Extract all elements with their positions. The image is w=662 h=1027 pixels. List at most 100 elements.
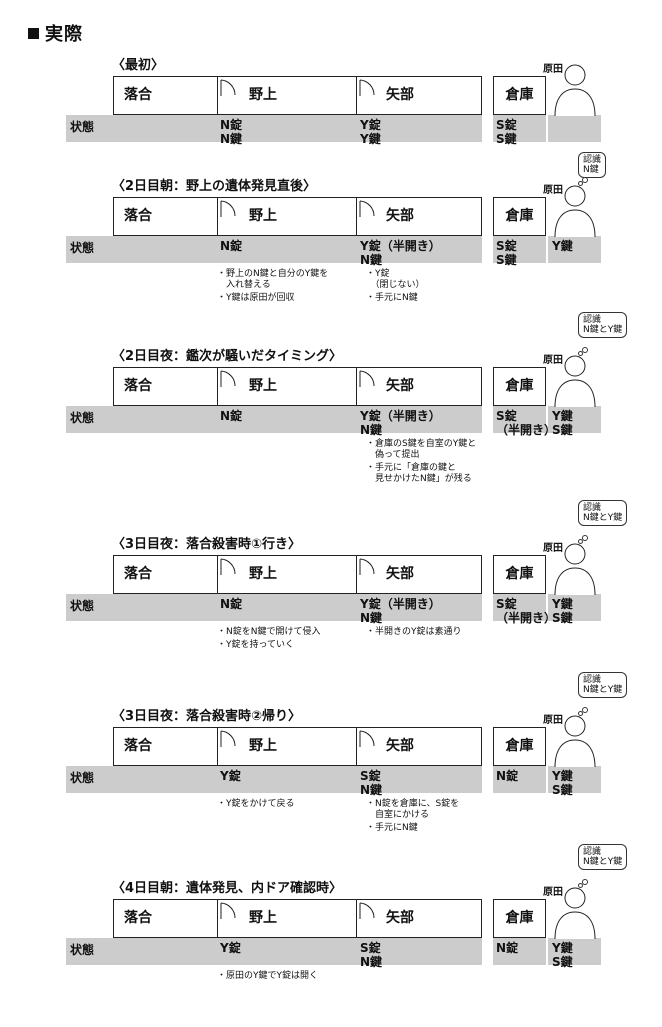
scenario-panel-2: 〈2日目朝：野上の遺体発見直後〉 落合 野上 矢部 倉庫 状態 N錠 Y錠（半開… — [0, 152, 662, 325]
state-label: 状態 — [70, 599, 95, 613]
thought-dot — [578, 351, 583, 356]
harada-label: 原田 — [543, 715, 563, 726]
bubble-body: N鍵とY鍵 — [583, 857, 623, 867]
room-nogami: 野上 — [218, 198, 357, 235]
state-nogami: Y錠 — [220, 769, 241, 783]
room-nogami: 野上 — [218, 556, 357, 593]
harada-state-band — [548, 115, 601, 142]
note-item: ・Y錠を持っていく — [217, 640, 295, 650]
room-nogami: 野上 — [218, 368, 357, 405]
room-yabe-label: 矢部 — [386, 378, 414, 394]
person-icon — [554, 887, 596, 940]
room-ochiai: 落合 — [114, 198, 218, 235]
thought-dot — [578, 711, 583, 716]
room-nogami-label: 野上 — [249, 566, 277, 582]
scenario-panel-6: 〈4日目朝：遺体発見、内ドア確認時〉 落合 野上 矢部 倉庫 状態 Y錠 S錠 … — [0, 844, 662, 1027]
door-icon — [220, 558, 236, 575]
state-storage: S錠 S鍵 — [496, 118, 517, 146]
room-ochiai: 落合 — [114, 556, 218, 593]
room-yabe-label: 矢部 — [386, 566, 414, 582]
room-nogami-label: 野上 — [249, 87, 277, 103]
bubble-body: N鍵とY鍵 — [583, 685, 623, 695]
bubble-head: 認識 — [583, 675, 602, 685]
harada-state-band — [548, 594, 601, 621]
note-item: ・倉庫のS鍵を自室のY鍵と 偽って提出 — [366, 439, 477, 460]
storage-state-band — [493, 594, 546, 621]
room-corridor: 落合 野上 矢部 — [113, 76, 482, 115]
state-harada: Y鍵 S鍵 — [552, 769, 573, 797]
state-yabe: S錠 N鍵 — [360, 941, 383, 969]
storage-label: 倉庫 — [505, 208, 534, 224]
thought-dot — [578, 883, 583, 888]
harada-label: 原田 — [543, 185, 563, 196]
storage-state-band — [493, 236, 546, 263]
room-yabe: 矢部 — [357, 728, 481, 765]
notes-nogami: ・Y錠をかけて戻る — [217, 799, 295, 812]
thought-dot — [582, 347, 588, 353]
storage-label: 倉庫 — [505, 738, 534, 754]
person-icon — [554, 355, 596, 408]
state-nogami: N錠 — [220, 409, 243, 423]
note-item: ・野上のN鍵と自分のY鍵を 入れ替える — [217, 269, 329, 290]
door-icon — [359, 200, 375, 217]
harada-label: 原田 — [543, 543, 563, 554]
room-yabe-label: 矢部 — [386, 910, 414, 926]
door-icon — [359, 370, 375, 387]
room-yabe: 矢部 — [357, 900, 481, 937]
storage-label: 倉庫 — [505, 910, 534, 926]
state-label: 状態 — [70, 241, 95, 255]
bubble-head: 認識 — [583, 155, 602, 165]
notes-yabe: ・倉庫のS鍵を自室のY鍵と 偽って提出・手元に「倉庫の鍵と 見せかけたN鍵」が残… — [366, 439, 476, 487]
state-label: 状態 — [70, 120, 95, 134]
state-band — [66, 236, 482, 263]
note-item: ・Y錠をかけて戻る — [217, 799, 295, 809]
door-icon — [220, 370, 236, 387]
state-nogami: N錠 N鍵 — [220, 118, 243, 146]
thought-dot — [582, 535, 588, 541]
room-corridor: 落合 野上 矢部 — [113, 197, 482, 236]
state-band — [66, 766, 482, 793]
door-icon — [359, 902, 375, 919]
storage-room: 倉庫 — [493, 367, 546, 406]
room-ochiai: 落合 — [114, 368, 218, 405]
state-harada: Y鍵 S鍵 — [552, 409, 573, 437]
note-item: ・Y鍵は原田が回収 — [217, 293, 295, 303]
state-storage: S錠 （半開き） — [496, 409, 557, 437]
state-harada: Y鍵 S鍵 — [552, 941, 573, 969]
storage-state-band — [493, 406, 546, 433]
scenario-title: 〈2日目夜：鑑次が騒いだタイミング〉 — [112, 349, 343, 364]
state-label: 状態 — [70, 943, 95, 957]
storage-label: 倉庫 — [505, 566, 534, 582]
room-nogami-label: 野上 — [249, 910, 277, 926]
storage-room: 倉庫 — [493, 197, 546, 236]
harada-label: 原田 — [543, 64, 563, 75]
person-icon — [554, 64, 596, 117]
scenario-title: 〈4日目朝：遺体発見、内ドア確認時〉 — [112, 881, 343, 896]
state-harada: Y鍵 S鍵 — [552, 597, 573, 625]
room-yabe-label: 矢部 — [386, 87, 414, 103]
scenario-title: 〈最初〉 — [112, 58, 165, 73]
square-bullet-icon — [28, 28, 39, 39]
note-item: ・N錠を倉庫に、S錠を 自室にかける — [366, 799, 460, 820]
note-item: ・N錠をN鍵で開けて侵入 — [217, 627, 321, 637]
room-ochiai-label: 落合 — [124, 87, 152, 103]
scenario-title: 〈3日目夜：落合殺害時②帰り〉 — [112, 709, 302, 724]
page-title-text: 実際 — [45, 24, 83, 45]
room-ochiai-label: 落合 — [124, 738, 152, 754]
state-storage: N錠 — [496, 769, 519, 783]
state-yabe: S錠 N鍵 — [360, 769, 383, 797]
storage-room: 倉庫 — [493, 76, 546, 115]
room-nogami: 野上 — [218, 900, 357, 937]
room-ochiai-label: 落合 — [124, 910, 152, 926]
storage-room: 倉庫 — [493, 555, 546, 594]
bubble-head: 認識 — [583, 315, 602, 325]
door-icon — [359, 730, 375, 747]
notes-nogami: ・原田のY鍵でY錠は開く — [217, 971, 318, 984]
room-yabe: 矢部 — [357, 198, 481, 235]
state-band — [66, 594, 482, 621]
room-nogami-label: 野上 — [249, 208, 277, 224]
note-item: ・手元にN鍵 — [366, 293, 418, 303]
bubble-body: N鍵 — [583, 165, 599, 175]
